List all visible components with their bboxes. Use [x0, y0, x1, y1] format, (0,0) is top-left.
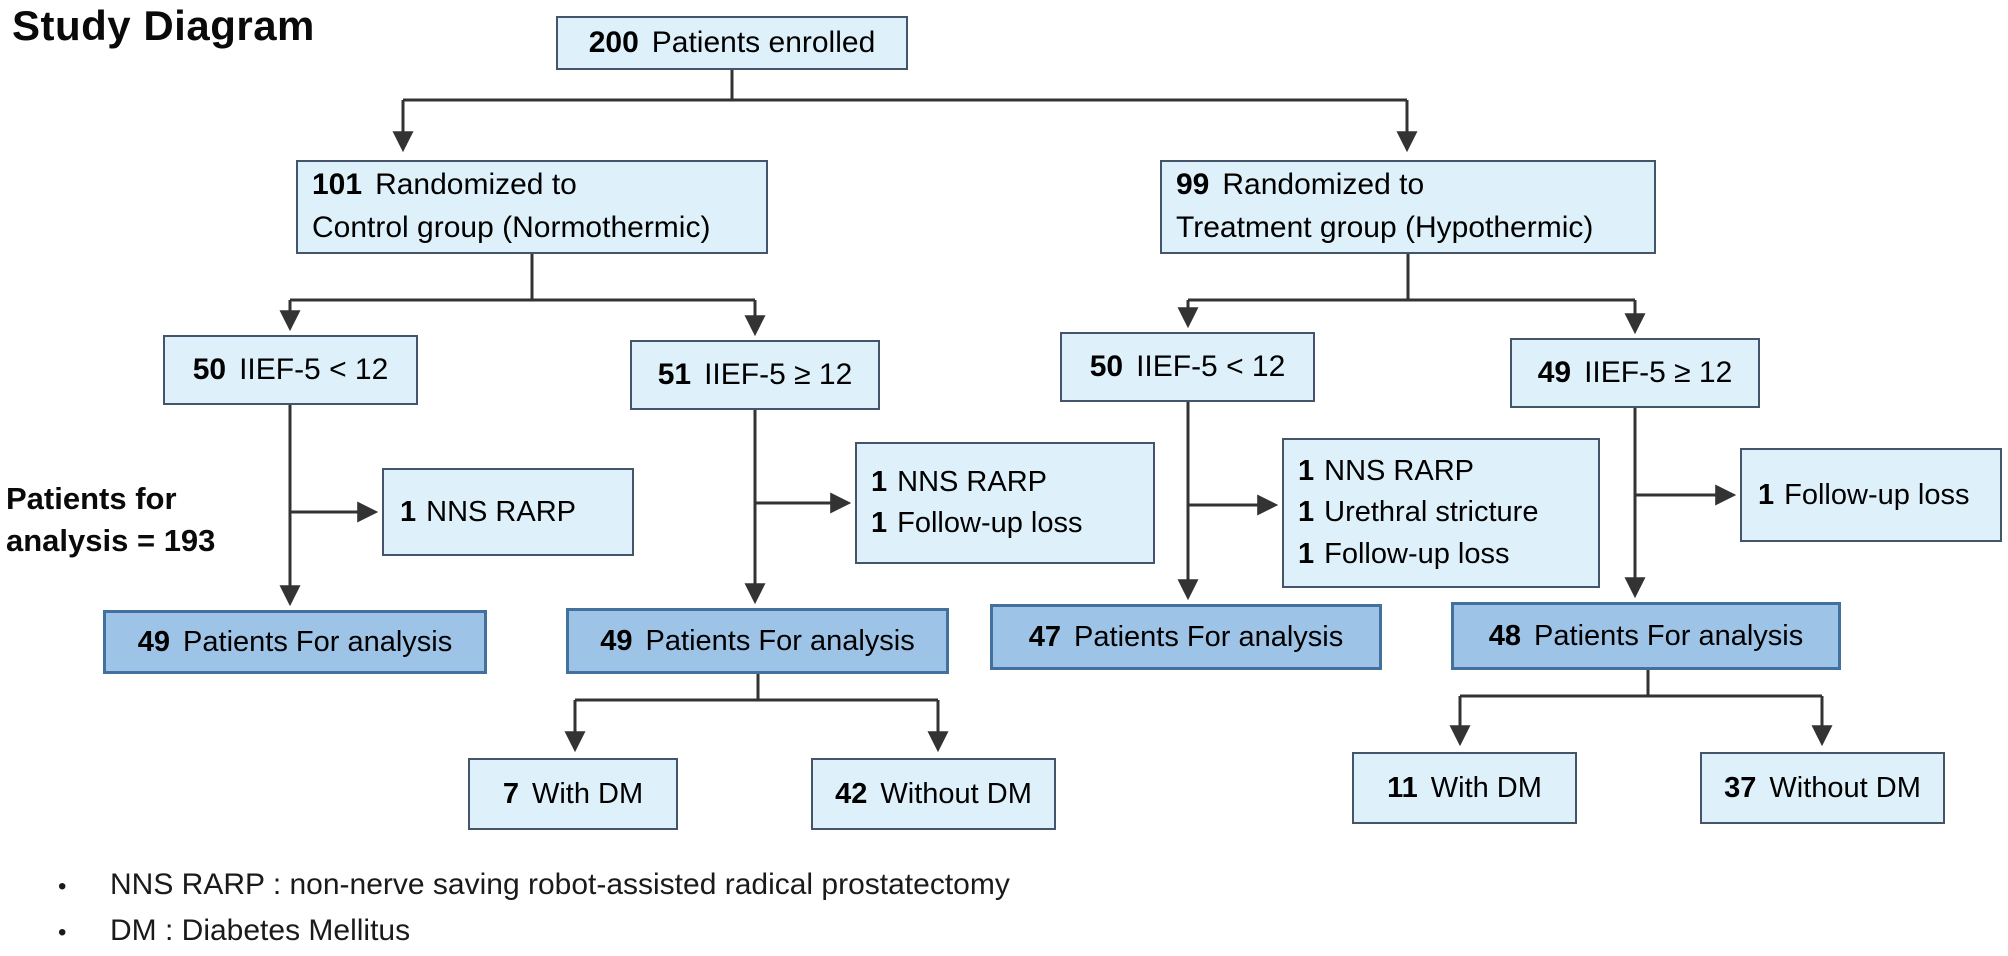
connector-control-low-to-analysis	[279, 405, 379, 607]
treatment-group-count: 99	[1176, 168, 1210, 202]
footnotes: • NNS RARP : non-nerve saving robot-assi…	[58, 868, 1010, 956]
box-treatment-iief-low: 50 IIEF-5 < 12	[1060, 332, 1315, 402]
excl2-count-1: 1	[871, 465, 888, 498]
connector-control-high-to-analysis	[744, 410, 852, 605]
bullet-icon: •	[58, 919, 67, 946]
note-line2: analysis = 193	[6, 522, 216, 558]
dm4-label: Without DM	[1769, 771, 1921, 804]
excl2-count-2: 1	[871, 507, 888, 539]
connector-control-analysis-to-dm	[564, 674, 949, 753]
box-dm-treatment-without: 37 Without DM	[1700, 752, 1945, 824]
connector-treatment-low-to-analysis	[1177, 402, 1279, 601]
page-title: Study Diagram	[12, 2, 315, 49]
box-treatment-iief-high: 49 IIEF-5 ≥ 12	[1510, 338, 1760, 408]
dm2-count: 42	[835, 777, 868, 810]
bullet-icon: •	[58, 873, 67, 900]
treatment-iief-high-count: 49	[1537, 356, 1572, 389]
control-iief-low-count: 50	[192, 353, 227, 386]
footnote-dm: • DM : Diabetes Mellitus	[58, 914, 1010, 948]
connector-treatment-high-to-analysis	[1624, 408, 1737, 599]
analysis3-label: Patients For analysis	[1074, 620, 1344, 653]
box-treatment-group: 99 Randomized to Treatment group (Hypoth…	[1160, 160, 1656, 254]
box-control-group: 101 Randomized to Control group (Normoth…	[296, 160, 768, 254]
excl4-label: Follow-up loss	[1784, 478, 1970, 511]
box-analysis-treatment-low: 47 Patients For analysis	[990, 604, 1382, 670]
box-analysis-control-high: 49 Patients For analysis	[566, 608, 949, 674]
excl1-count: 1	[400, 495, 417, 528]
excl3-label-2: Urethral stricture	[1324, 496, 1539, 529]
excl3-count-1: 1	[1298, 455, 1315, 488]
box-dm-control-without: 42 Without DM	[811, 758, 1056, 830]
box-control-iief-low: 50 IIEF-5 < 12	[163, 335, 418, 405]
excl4-count: 1	[1758, 478, 1775, 511]
excl1-label: NNS RARP	[426, 495, 576, 528]
dm1-count: 7	[502, 777, 519, 810]
analysis2-label: Patients For analysis	[645, 624, 915, 657]
excl3-count-2: 1	[1298, 496, 1315, 529]
control-group-line1: Randomized to	[375, 168, 577, 202]
dm2-label: Without DM	[880, 777, 1032, 810]
dm4-count: 37	[1724, 771, 1757, 804]
excl2-label-1: NNS RARP	[897, 465, 1047, 498]
control-iief-high-count: 51	[657, 358, 692, 391]
box-exclusion-control-low: 1 NNS RARP	[382, 468, 634, 556]
footnote-nns-rarp: • NNS RARP : non-nerve saving robot-assi…	[58, 868, 1010, 902]
box-dm-control-with: 7 With DM	[468, 758, 678, 830]
treatment-group-line1: Randomized to	[1222, 168, 1425, 202]
connector-enrolled-to-groups	[392, 70, 1418, 153]
analysis1-count: 49	[137, 625, 171, 658]
connector-treatment-to-iief	[1177, 254, 1646, 335]
patients-for-analysis-note: Patients for analysis = 193	[6, 478, 215, 562]
note-line1: Patients for	[6, 481, 177, 516]
enrolled-label: Patients enrolled	[651, 26, 876, 59]
treatment-iief-low-label: IIEF-5 < 12	[1136, 350, 1286, 383]
excl3-count-3: 1	[1298, 537, 1315, 570]
box-control-iief-high: 51 IIEF-5 ≥ 12	[630, 340, 880, 410]
control-group-line2: Control group (Normothermic)	[312, 211, 711, 244]
box-analysis-treatment-high: 48 Patients For analysis	[1451, 602, 1841, 670]
box-exclusion-treatment-low: 1 NNS RARP 1 Urethral stricture 1 Follow…	[1282, 438, 1600, 588]
box-patients-enrolled: 200 Patients enrolled	[556, 16, 908, 70]
treatment-group-line2: Treatment group (Hypothermic)	[1176, 211, 1594, 244]
analysis2-count: 49	[600, 624, 633, 657]
excl3-label-1: NNS RARP	[1324, 455, 1474, 488]
footnote-nns-rarp-text: NNS RARP : non-nerve saving robot-assist…	[110, 868, 1010, 901]
dm1-label: With DM	[531, 777, 644, 810]
analysis4-label: Patients For analysis	[1534, 619, 1804, 652]
box-exclusion-control-high: 1 NNS RARP 1 Follow-up loss	[855, 442, 1155, 564]
control-iief-high-label: IIEF-5 ≥ 12	[704, 358, 853, 391]
treatment-iief-low-count: 50	[1089, 350, 1124, 383]
connector-control-to-iief	[279, 254, 766, 337]
excl2-label-2: Follow-up loss	[897, 507, 1083, 539]
footnote-dm-text: DM : Diabetes Mellitus	[110, 914, 411, 947]
control-group-count: 101	[312, 168, 363, 202]
analysis3-count: 47	[1028, 620, 1062, 653]
box-analysis-control-low: 49 Patients For analysis	[103, 610, 487, 674]
dm3-count: 11	[1387, 771, 1418, 804]
connector-treatment-analysis-to-dm	[1449, 670, 1833, 747]
box-exclusion-treatment-high: 1 Follow-up loss	[1740, 448, 2002, 542]
analysis4-count: 48	[1488, 619, 1522, 652]
treatment-iief-high-label: IIEF-5 ≥ 12	[1584, 356, 1733, 389]
analysis1-label: Patients For analysis	[183, 625, 453, 658]
box-dm-treatment-with: 11 With DM	[1352, 752, 1577, 824]
dm3-label: With DM	[1430, 771, 1542, 804]
control-iief-low-label: IIEF-5 < 12	[239, 353, 389, 386]
enrolled-count: 200	[588, 26, 639, 59]
excl3-label-3: Follow-up loss	[1324, 537, 1510, 570]
